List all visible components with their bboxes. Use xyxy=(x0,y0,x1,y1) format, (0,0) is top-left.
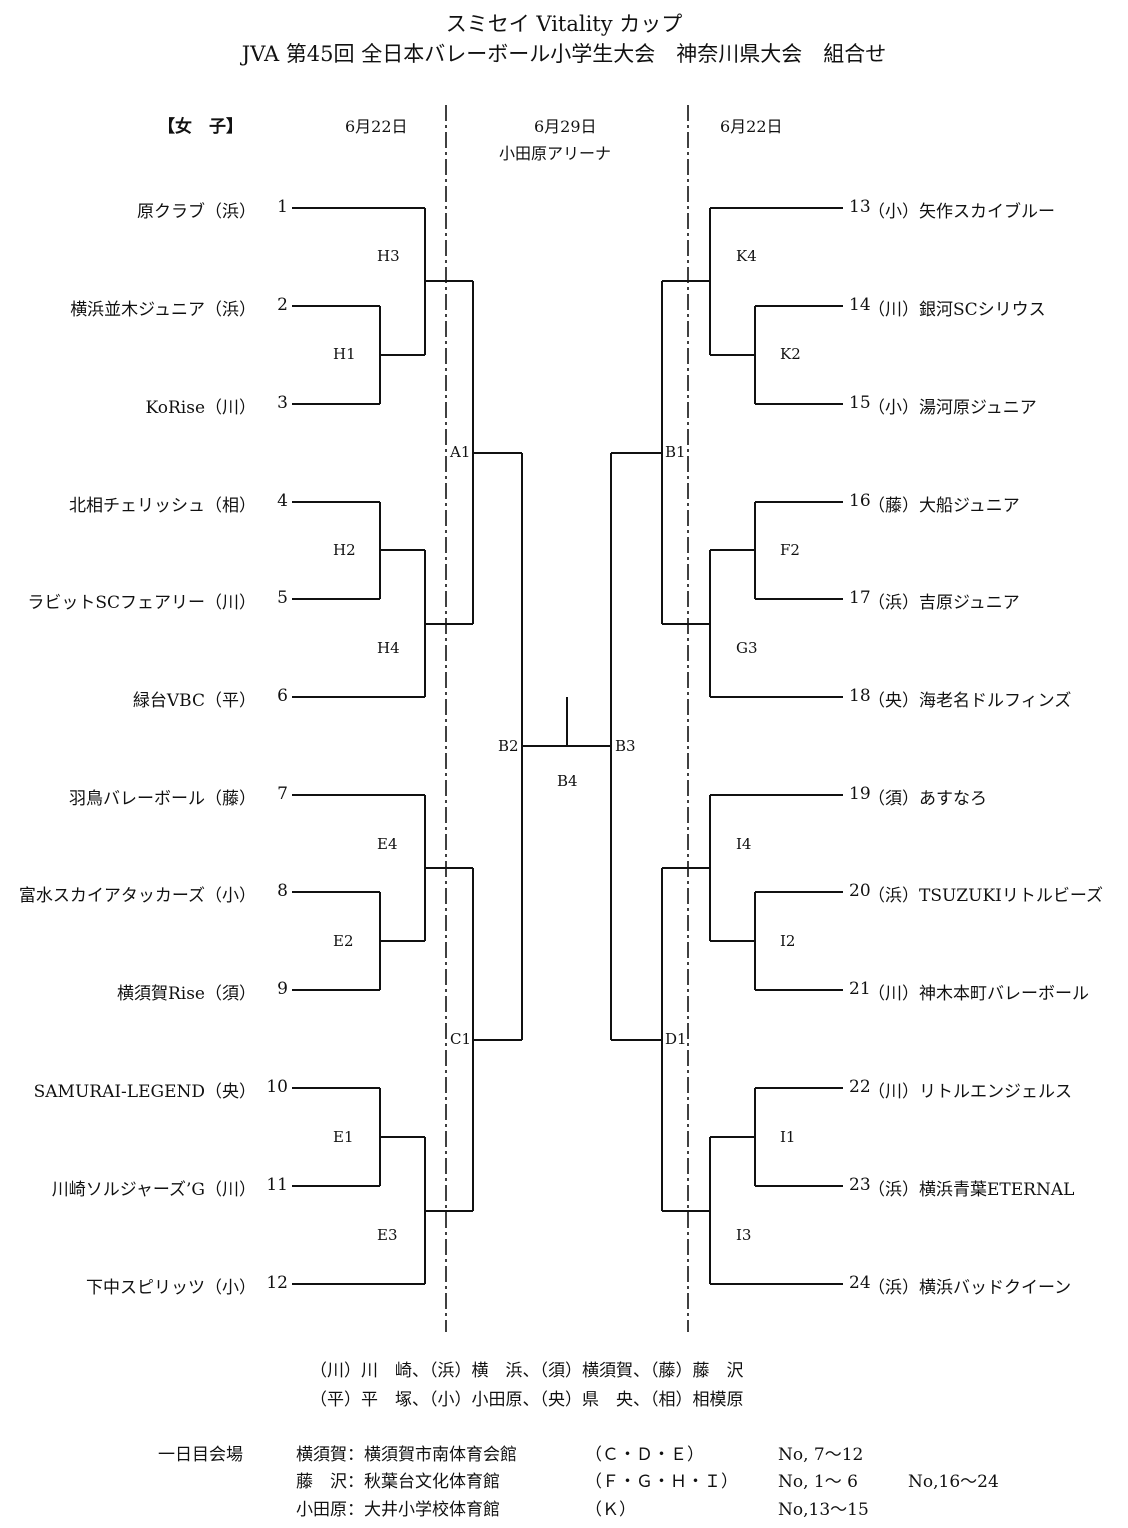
division-label: 【女 子】 xyxy=(158,117,243,137)
left-team-name: ラビットSCフェアリー（川） xyxy=(27,593,256,613)
left-team-name: 下中スピリッツ（小） xyxy=(86,1278,256,1298)
match-label-b2: B2 xyxy=(498,737,519,755)
right-team-name: （須）あすなろ xyxy=(868,789,987,809)
match-label-e1: E1 xyxy=(333,1128,354,1146)
match-label-e4: E4 xyxy=(377,835,398,853)
match-label-e3: E3 xyxy=(377,1226,398,1244)
venue-courts: （Ｃ・Ｄ・Ｅ） xyxy=(585,1445,704,1465)
match-label-i1: I1 xyxy=(780,1128,796,1146)
match-label-h1: H1 xyxy=(333,345,356,363)
right-team-name: （浜）吉原ジュニア xyxy=(868,593,1020,613)
right-team-number: 17 xyxy=(849,588,871,608)
match-label-e2: E2 xyxy=(333,932,354,950)
match-label-i2: I2 xyxy=(780,932,796,950)
match-label-k4: K4 xyxy=(736,247,757,265)
right-team-name: （浜）横浜バッドクイーン xyxy=(868,1278,1072,1298)
right-team-name: （川）リトルエンジェルス xyxy=(868,1082,1072,1102)
right-team-name: （小）矢作スカイブルー xyxy=(868,202,1055,222)
venue-city: 小田原：大井小学校体育館 xyxy=(296,1500,500,1520)
right-team-name: （小）湯河原ジュニア xyxy=(868,398,1037,418)
left-team-number: 5 xyxy=(277,588,288,608)
match-label-b4: B4 xyxy=(557,772,578,790)
venues-heading: 一日目会場 xyxy=(158,1445,243,1465)
venue-center: 小田原アリーナ xyxy=(499,144,612,163)
match-label-k2: K2 xyxy=(780,345,801,363)
venue-team-range-2: No,16〜24 xyxy=(908,1472,999,1492)
date-left: 6月22日 xyxy=(345,117,408,136)
right-team-number: 15 xyxy=(849,393,871,413)
title-line-1: スミセイ Vitality カップ xyxy=(445,12,683,36)
match-label-h3: H3 xyxy=(377,247,400,265)
left-team-name: 富水スカイアタッカーズ（小） xyxy=(18,886,256,906)
right-team-name: （浜）TSUZUKIリトルビーズ xyxy=(868,886,1104,906)
venue-courts: （Ｆ・Ｇ・Ｈ・Ｉ） xyxy=(585,1472,738,1492)
left-team-name: 横須賀Rise（須） xyxy=(116,984,256,1004)
left-team-number: 6 xyxy=(277,686,288,706)
venue-team-range: No, 1〜 6 xyxy=(778,1472,858,1492)
match-label-c1: C1 xyxy=(450,1030,472,1048)
left-team-name: KoRise（川） xyxy=(145,398,257,418)
left-team-number: 3 xyxy=(277,393,288,413)
match-label-i3: I3 xyxy=(736,1226,752,1244)
match-label-d1: D1 xyxy=(665,1030,687,1048)
right-team-number: 20 xyxy=(849,881,871,901)
right-team-name: （浜）横浜青葉ETERNAL xyxy=(868,1180,1075,1200)
left-team-number: 8 xyxy=(277,881,288,901)
match-label-h4: H4 xyxy=(377,639,400,657)
date-center: 6月29日 xyxy=(534,117,597,136)
right-team-name: （川）銀河SCシリウス xyxy=(868,300,1046,320)
left-team-name: 北相チェリッシュ（相） xyxy=(69,496,256,516)
left-team-number: 12 xyxy=(266,1273,288,1293)
left-team-number: 9 xyxy=(277,979,288,999)
left-team-number: 2 xyxy=(277,295,288,315)
match-label-b3: B3 xyxy=(615,737,636,755)
match-label-a1: A1 xyxy=(450,443,471,461)
date-right: 6月22日 xyxy=(720,117,783,136)
right-team-number: 22 xyxy=(849,1077,871,1097)
right-team-name: （藤）大船ジュニア xyxy=(868,496,1020,516)
left-team-number: 11 xyxy=(266,1175,288,1195)
right-team-number: 13 xyxy=(849,197,871,217)
legend-line-1: （川）川 崎、（浜）横 浜、（須）横須賀、（藤）藤 沢 xyxy=(310,1361,744,1381)
venue-city: 藤 沢：秋葉台文化体育館 xyxy=(296,1472,500,1492)
venue-team-range: No, 7〜12 xyxy=(778,1445,864,1465)
right-team-number: 23 xyxy=(849,1175,871,1195)
match-label-f2: F2 xyxy=(780,541,800,559)
left-team-name: 川崎ソルジャーズ’G（川） xyxy=(51,1180,256,1200)
right-team-name: （川）神木本町バレーボール xyxy=(868,984,1089,1004)
left-team-number: 1 xyxy=(277,197,288,217)
title-line-2: JVA 第45回 全日本バレーボール小学生大会 神奈川県大会 組合せ xyxy=(241,42,887,66)
left-team-name: 原クラブ（浜） xyxy=(137,202,256,222)
match-label-i4: I4 xyxy=(736,835,752,853)
right-team-name: （央）海老名ドルフィンズ xyxy=(868,691,1072,711)
right-team-number: 24 xyxy=(849,1273,871,1293)
left-team-number: 4 xyxy=(277,491,288,511)
left-team-name: SAMURAI-LEGEND（央） xyxy=(33,1082,256,1102)
legend-line-2: （平）平 塚、（小）小田原、（央）県 央、（相）相模原 xyxy=(310,1390,744,1410)
venue-team-range: No,13〜15 xyxy=(778,1500,869,1520)
right-team-number: 21 xyxy=(849,979,871,999)
left-team-name: 緑台VBC（平） xyxy=(132,691,256,711)
left-team-name: 横浜並木ジュニア（浜） xyxy=(70,300,256,320)
venue-city: 横須賀：横須賀市南体育会館 xyxy=(296,1445,517,1465)
right-team-number: 16 xyxy=(849,491,871,511)
right-team-number: 19 xyxy=(849,784,871,804)
left-team-name: 羽鳥バレーボール（藤） xyxy=(69,789,256,809)
right-team-number: 14 xyxy=(849,295,871,315)
venue-courts: （Ｋ） xyxy=(585,1500,636,1520)
left-team-number: 7 xyxy=(277,784,288,804)
match-label-b1: B1 xyxy=(665,443,686,461)
left-team-number: 10 xyxy=(266,1077,288,1097)
right-team-number: 18 xyxy=(849,686,871,706)
match-label-h2: H2 xyxy=(333,541,356,559)
match-label-g3: G3 xyxy=(736,639,758,657)
